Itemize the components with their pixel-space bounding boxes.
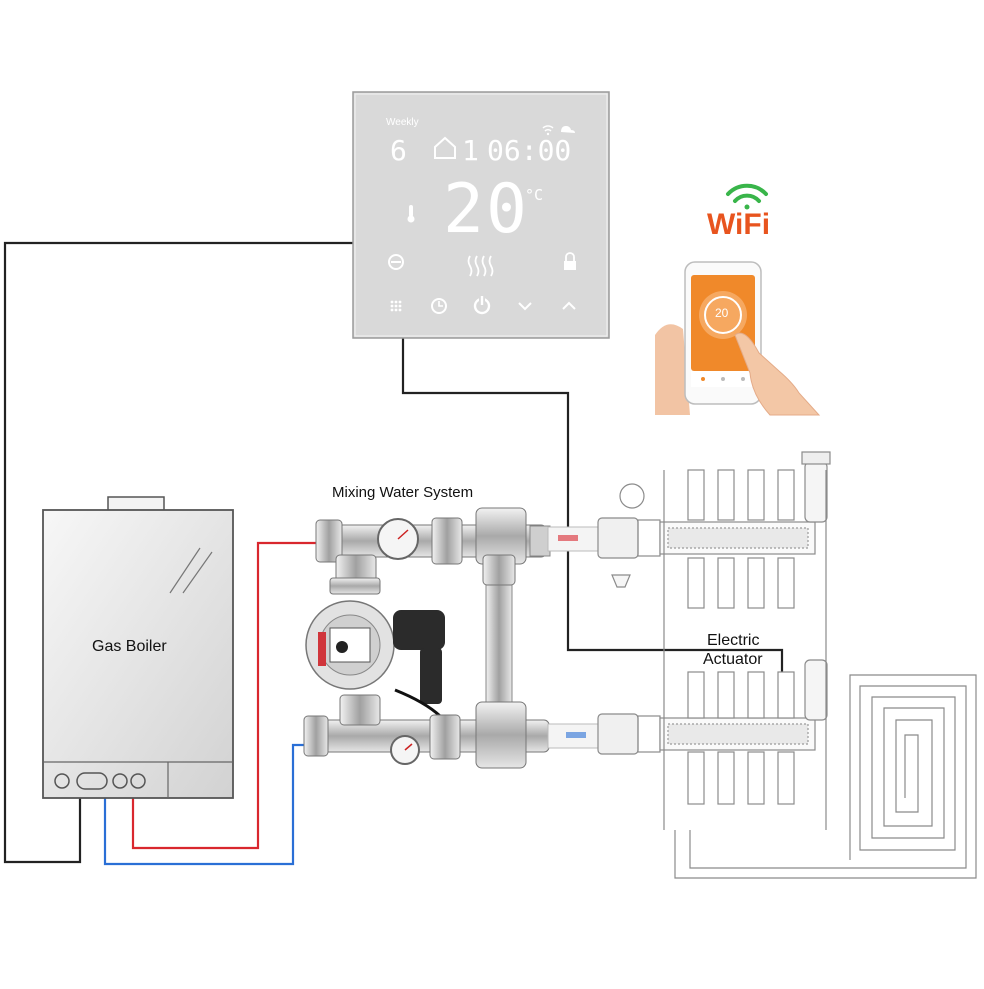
thermostat-temperature: 20 (443, 170, 529, 249)
thermostat-temperature-unit: °C (525, 186, 544, 204)
phone-temperature: 20 (715, 306, 729, 320)
wire-thermostat-to-boiler (3, 241, 353, 864)
return-pipe (103, 743, 307, 866)
thermostat-time: 06:00 (487, 134, 572, 167)
boiler-knob-icon (112, 773, 128, 789)
thermostat-thermometer-icon (409, 205, 413, 217)
boiler-display-icon (76, 772, 108, 790)
gas-boiler (42, 496, 234, 799)
electric-actuator-label-line1: Electric (707, 632, 760, 649)
thermostat-cloud-icon (561, 126, 575, 133)
boiler-pipes (103, 541, 316, 866)
thermostat-program-number: 1 (462, 134, 479, 167)
control-wires (3, 241, 784, 864)
clock-icon (431, 298, 447, 314)
thermostat-mode-icon (388, 254, 404, 270)
hand-icon (655, 324, 690, 415)
wire-thermostat-to-actuator (401, 338, 784, 672)
mixing-water-system-label: Mixing Water System (332, 484, 474, 501)
thermostat-wifi-icon (542, 125, 554, 132)
heating-waves-icon (467, 255, 494, 277)
electric-actuator-label-line2: Actuator (703, 651, 763, 668)
floor-heating-manifold (597, 451, 977, 879)
gas-boiler-label: Gas Boiler (92, 638, 167, 655)
chevron-up-icon (562, 301, 576, 310)
supply-pipe (131, 541, 316, 850)
wifi-logo-arcs (726, 183, 768, 210)
chevron-down-icon (518, 302, 532, 311)
pointing-finger-icon (734, 332, 821, 416)
thermostat-day: 6 (390, 134, 407, 167)
boiler-knob-icon (54, 773, 70, 789)
manifold-feed-pipes (547, 526, 599, 749)
mixing-water-system (303, 507, 551, 769)
thermostat-home-icon (434, 136, 456, 159)
boiler-knob-icon (130, 773, 146, 789)
lock-icon (564, 261, 576, 270)
wifi-logo-text: WiFi (707, 208, 770, 241)
menu-grid-icon (390, 300, 402, 312)
thermostat-panel (352, 91, 610, 339)
smartphone-illustration (655, 261, 821, 416)
thermostat-mode-label: Weekly (386, 117, 419, 128)
